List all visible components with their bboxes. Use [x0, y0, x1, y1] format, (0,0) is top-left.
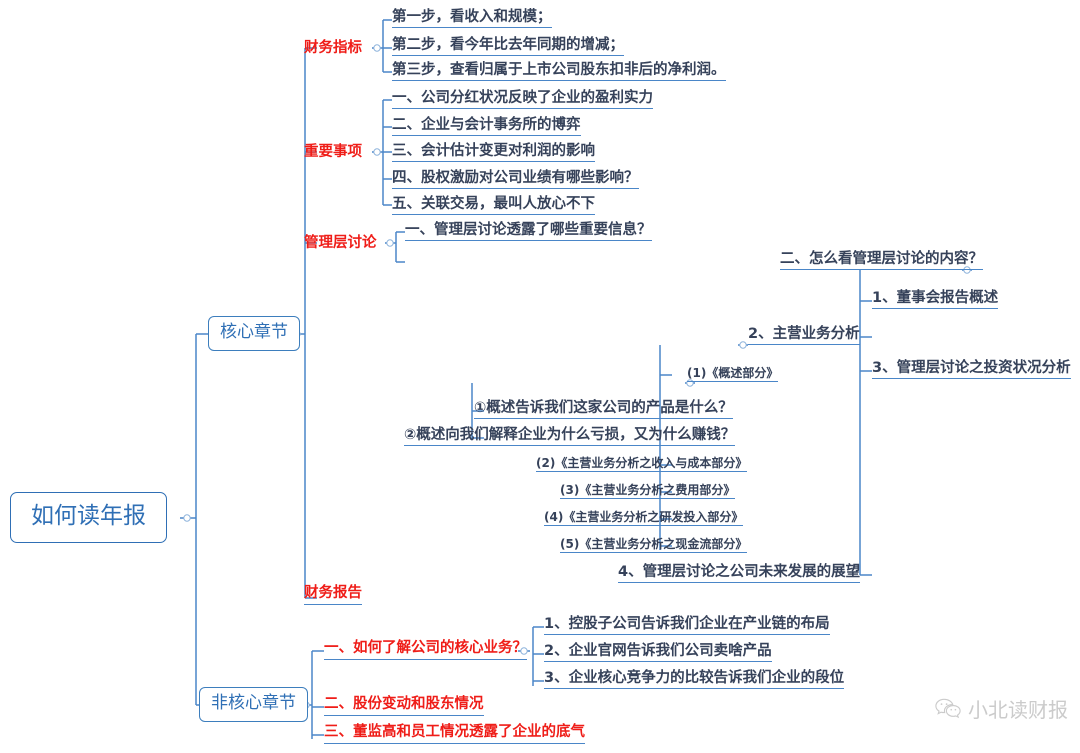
branch-core-chapters[interactable]: 核心章节	[208, 316, 300, 351]
overview-child-1[interactable]: ①概述告诉我们这家公司的产品是什么？	[474, 401, 733, 419]
noncore-item-3[interactable]: 三、董监高和员工情况透露了企业的底气	[324, 725, 585, 744]
section-financial-report[interactable]: 财务报告	[304, 586, 362, 605]
watermark: 小北读财报	[935, 694, 1068, 723]
important-matter-2[interactable]: 二、企业与会计事务所的博弈	[392, 118, 581, 136]
noncore-item-1[interactable]: 一、如何了解公司的核心业务？	[324, 641, 527, 660]
financial-step-3[interactable]: 第三步，查看归属于上市公司股东扣非后的净利润。	[392, 63, 726, 81]
mgmt-content-child-4[interactable]: 4、管理层讨论之公司未来发展的展望	[618, 565, 861, 583]
mgmt-content-child-2[interactable]: 2、主营业务分析	[748, 327, 860, 345]
important-matter-1[interactable]: 一、公司分红状况反映了企业的盈利实力	[392, 91, 653, 109]
financial-step-2[interactable]: 第二步，看今年比去年同期的增减；	[392, 38, 624, 56]
main-business-part-2[interactable]: (2)《主营业务分析之收入与成本部分》	[536, 456, 748, 472]
branch-noncore-chapters[interactable]: 非核心章节	[199, 687, 308, 722]
important-matter-4[interactable]: 四、股权激励对公司业绩有哪些影响？	[392, 171, 639, 189]
mgmt-content-child-3[interactable]: 3、管理层讨论之投资状况分析	[872, 361, 1071, 379]
main-business-part-5[interactable]: (5)《主营业务分析之现金流部分》	[560, 537, 748, 553]
noncore-item-2[interactable]: 二、股份变动和股东情况	[324, 697, 484, 716]
core-business-child-1[interactable]: 1、控股子公司告诉我们企业在产业链的布局	[544, 617, 830, 635]
main-business-part-1[interactable]: (1)《概述部分》	[687, 366, 779, 382]
financial-step-1[interactable]: 第一步，看收入和规模；	[392, 10, 552, 28]
section-financial-indicators[interactable]: 财务指标	[304, 40, 362, 56]
mgmt-content-child-1[interactable]: 1、董事会报告概述	[872, 291, 999, 309]
section-important-matters[interactable]: 重要事项	[304, 144, 362, 160]
important-matter-3[interactable]: 三、会计估计变更对利润的影响	[392, 144, 595, 162]
overview-child-2[interactable]: ②概述向我们解释企业为什么亏损，又为什么赚钱？	[404, 428, 736, 446]
main-business-part-3[interactable]: (3)《主营业务分析之费用部分》	[560, 483, 736, 499]
main-business-part-4[interactable]: (4)《主营业务分析之研发投入部分》	[544, 510, 744, 526]
core-business-child-2[interactable]: 2、企业官网告诉我们公司卖啥产品	[544, 644, 772, 662]
core-business-child-3[interactable]: 3、企业核心竞争力的比较告诉我们企业的段位	[544, 671, 845, 689]
mgmt-discussion-item-1[interactable]: 一、管理层讨论透露了哪些重要信息？	[405, 223, 652, 241]
section-mgmt-discussion[interactable]: 管理层讨论	[304, 235, 377, 251]
important-matter-5[interactable]: 五、关联交易，最叫人放心不下	[392, 197, 595, 215]
wechat-icon	[935, 698, 961, 719]
watermark-text: 小北读财报	[968, 698, 1068, 722]
root-node[interactable]: 如何读年报	[10, 492, 167, 543]
mgmt-discussion-item-2[interactable]: 二、怎么看管理层讨论的内容？	[780, 252, 983, 270]
